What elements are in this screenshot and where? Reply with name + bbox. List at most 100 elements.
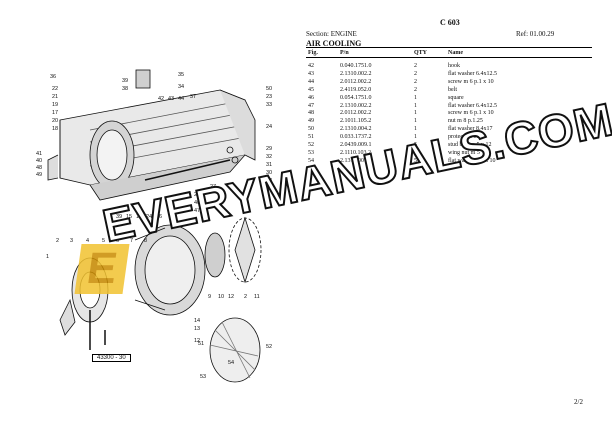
- cell-pn: 2.4119.052.0: [340, 86, 372, 93]
- cell-fig: 52: [308, 142, 314, 149]
- callout-number: 24: [266, 124, 272, 130]
- cell-name: protective mesh: [448, 134, 487, 141]
- cell-qty: 2: [414, 63, 417, 69]
- callout-number: 18: [52, 126, 58, 132]
- cell-fig: 48: [308, 110, 314, 117]
- cell-name: screw m 6 p.1 x 10: [448, 78, 494, 85]
- cell-qty: 5: [414, 149, 417, 156]
- cell-fig: 46: [308, 94, 314, 101]
- cell-name: stud bolt m 5 x 12: [448, 142, 492, 149]
- cell-fig: 54: [308, 157, 314, 164]
- watermark-logo-icon: E: [74, 244, 130, 294]
- callout-number: 14: [194, 318, 200, 324]
- callout-number: 21: [52, 94, 58, 100]
- cell-name: nut m 8 p.1.25: [448, 118, 483, 125]
- callout-number: 34: [178, 84, 184, 90]
- callout-number: 12: [228, 294, 234, 300]
- cell-name: hook: [448, 63, 460, 69]
- cell-fig: 44: [308, 78, 314, 85]
- callout-number: 44: [178, 96, 184, 102]
- page-title: AIR COOLING: [306, 39, 362, 48]
- cell-qty: 1: [414, 94, 417, 101]
- callout-number: 53: [200, 374, 206, 380]
- callout-number: 41: [36, 151, 42, 157]
- callout-number: 19: [52, 102, 58, 108]
- column-header-qty: QTY: [412, 47, 446, 58]
- cell-pn: 2.1310.002.2: [340, 70, 372, 77]
- page-number: 2/2: [574, 398, 583, 406]
- callout-number: 6: [116, 238, 119, 244]
- cell-fig: 53: [308, 149, 314, 156]
- callout-number: 22: [52, 86, 58, 92]
- callout-number: 52: [266, 344, 272, 350]
- callout-number: 12: [194, 338, 200, 344]
- cell-pn: 2.1310.004.2: [340, 126, 372, 133]
- callout-number: 39: [116, 214, 122, 220]
- cell-pn: 2.1011.105.2: [340, 118, 372, 125]
- callout-number: 3: [70, 238, 73, 244]
- callout-number: 4: [86, 238, 89, 244]
- callout-number: 39: [122, 78, 128, 84]
- cell-qty: 5: [414, 142, 417, 149]
- table-row: 45 2.4119.052.0 2 belt: [306, 87, 592, 95]
- callout-number: 43: [168, 96, 174, 102]
- cell-fig: 45: [308, 86, 314, 93]
- callout-number: 51: [198, 341, 204, 347]
- callout-number: 18: [136, 214, 142, 220]
- callout-number: 32: [266, 154, 272, 160]
- cell-qty: 2: [414, 78, 417, 85]
- cell-pn: 2.0112.002.2: [340, 78, 372, 85]
- cell-name: belt: [448, 86, 457, 93]
- callout-number: 10: [218, 294, 224, 300]
- cell-qty: 1: [414, 134, 417, 141]
- table-header-row: Fig. P/n QTY Name: [306, 47, 592, 58]
- cell-qty: 2: [414, 70, 417, 77]
- section-label: Section: ENGINE: [306, 30, 357, 38]
- drawing-reference: 43300 - 30: [92, 354, 131, 362]
- cell-qty: 2: [414, 86, 417, 93]
- callout-number: 5: [102, 238, 105, 244]
- callout-number: 15: [126, 214, 132, 220]
- cell-name: screw m 6 p.1 x 10: [448, 110, 494, 117]
- cell-qty: 1: [414, 118, 417, 125]
- cell-fig: 50: [308, 126, 314, 133]
- callout-number: 40: [36, 158, 42, 164]
- callout-number: 2: [244, 294, 247, 300]
- document-code: C 603: [440, 18, 460, 27]
- callout-number: 17: [52, 110, 58, 116]
- callout-number: 33: [266, 102, 272, 108]
- column-header-name: Name: [446, 47, 592, 58]
- cell-qty: 1: [414, 102, 417, 109]
- cell-qty: 5: [414, 157, 417, 164]
- callout-number: 24: [146, 214, 152, 220]
- column-header-fig: Fig.: [306, 47, 338, 58]
- callout-number: 37: [190, 94, 196, 100]
- cooling-cowl-drawing: [47, 69, 256, 201]
- cell-name: flat washer 6.4x12.5: [448, 70, 497, 77]
- reference-label: Ref: 01.00.29: [516, 30, 555, 38]
- cell-name: flat washer 8.4x17: [448, 126, 493, 133]
- callout-number: 26: [156, 214, 162, 220]
- table-row: 44 2.0112.002.2 2 screw m 6 p.1 x 10: [306, 79, 592, 87]
- cell-pn: 0.033.1737.2: [340, 134, 372, 141]
- cell-qty: 1: [414, 110, 417, 117]
- callout-number: 25: [194, 192, 200, 198]
- cell-pn: 0.054.1751.0: [340, 94, 372, 101]
- cell-fig: 47: [308, 102, 314, 109]
- callout-number: 38: [122, 86, 128, 92]
- callout-number: 47: [194, 208, 200, 214]
- fan-assembly-drawing: [59, 216, 262, 383]
- cell-pn: 2.1310.002.2: [340, 102, 372, 109]
- callout-number: 2: [56, 238, 59, 244]
- column-header-pn: P/n: [338, 47, 412, 58]
- cell-name: flat washer 5.3 x 10: [448, 157, 496, 164]
